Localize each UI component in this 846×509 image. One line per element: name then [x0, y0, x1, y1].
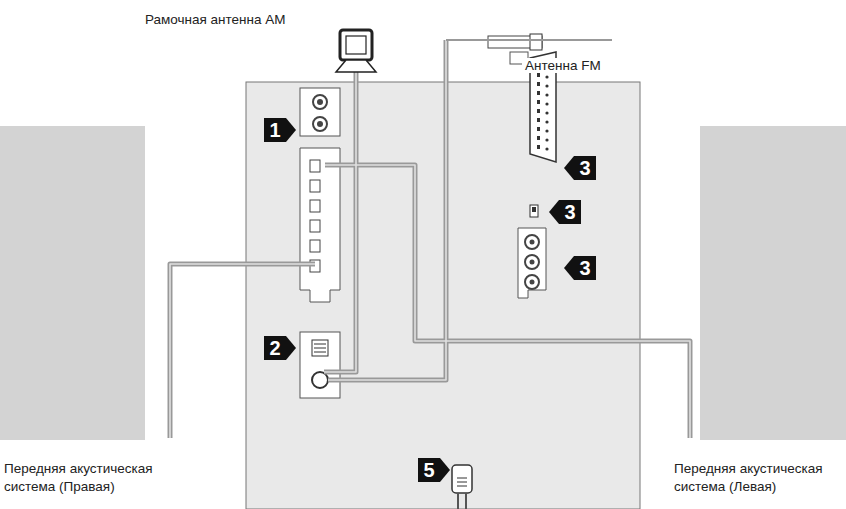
speaker-label: Передняя акустическая система (Правая)	[4, 460, 172, 496]
unit-housing	[246, 82, 640, 509]
scart-pin	[537, 109, 540, 113]
scart-pin	[545, 102, 548, 105]
scart-pin	[537, 91, 540, 95]
scart-pin	[545, 111, 548, 114]
rca-panel	[518, 228, 546, 298]
callout-number: 5	[418, 458, 440, 482]
callout-number: 2	[264, 336, 286, 360]
scart-pin	[545, 84, 548, 87]
scart-pin	[537, 73, 540, 77]
scart-pin	[537, 100, 540, 104]
scart-pin	[537, 136, 540, 140]
scart-pin	[537, 145, 540, 149]
power-plug	[452, 465, 472, 493]
scart-pin	[537, 127, 540, 131]
scart-pin	[545, 147, 548, 150]
scart-pin	[545, 75, 548, 78]
part-label: Антенна FM	[522, 58, 604, 73]
callout-number: 1	[264, 118, 286, 142]
speaker-terminal	[300, 148, 340, 302]
scart-pin	[545, 120, 548, 123]
speaker-box: Передняя акустическая система (Правая)	[0, 126, 145, 440]
scart-pin	[537, 118, 540, 122]
scart-pin	[545, 129, 548, 132]
wires	[170, 40, 690, 438]
speaker-box: Передняя акустическая система (Левая)	[700, 126, 846, 440]
scart-pin	[545, 138, 548, 141]
scart-pin	[537, 82, 540, 86]
antenna-terminal	[300, 332, 340, 398]
callout-number: 3	[574, 156, 596, 180]
speaker-label: Передняя акустическая система (Левая)	[674, 460, 842, 496]
jack-panel	[300, 88, 340, 136]
callout-number: 3	[574, 256, 596, 280]
callout-number: 3	[559, 200, 581, 224]
am-loop-antenna	[336, 30, 376, 72]
part-label: Рамочная антенна AM	[145, 12, 286, 27]
scart-pin	[545, 93, 548, 96]
